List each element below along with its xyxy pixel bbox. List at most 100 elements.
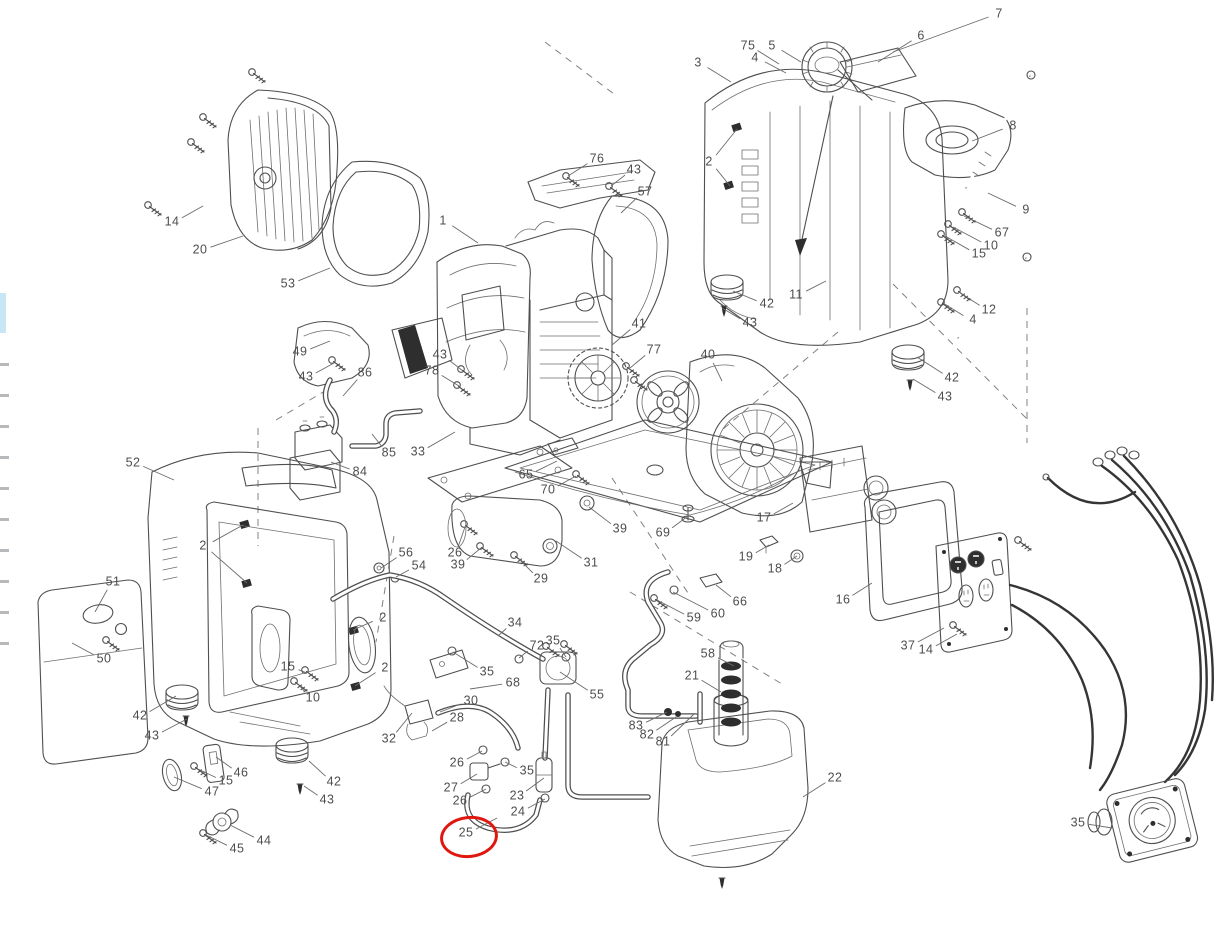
leader-line bbox=[712, 362, 723, 382]
part-callout-2: 2 bbox=[705, 154, 713, 169]
flywheel-gear-art bbox=[567, 347, 648, 409]
leader-line bbox=[352, 620, 373, 631]
leader-line bbox=[557, 475, 577, 487]
part-callout-43: 43 bbox=[626, 162, 642, 177]
edge-tick bbox=[0, 549, 9, 552]
leader-line bbox=[917, 627, 945, 643]
leader-lines bbox=[71, 16, 1113, 846]
edge-tick bbox=[0, 425, 9, 428]
leader-line bbox=[707, 67, 732, 83]
wire-harness-art bbox=[1008, 446, 1214, 792]
leader-line bbox=[441, 375, 460, 387]
part-callout-46: 46 bbox=[233, 765, 249, 780]
part-callout-60: 60 bbox=[710, 606, 726, 621]
part-callout-81: 81 bbox=[655, 734, 671, 749]
edge-tick bbox=[0, 642, 9, 645]
part-callout-43: 43 bbox=[742, 315, 758, 330]
part-callout-43: 43 bbox=[298, 369, 314, 384]
leader-line bbox=[559, 671, 588, 691]
edge-tick bbox=[0, 580, 9, 583]
part-callout-76: 76 bbox=[589, 151, 605, 166]
leader-line bbox=[431, 721, 448, 732]
part-callout-42: 42 bbox=[759, 296, 775, 311]
part-callout-34: 34 bbox=[507, 615, 523, 630]
leader-line bbox=[439, 703, 461, 713]
leader-line bbox=[518, 650, 529, 659]
part-callout-5: 5 bbox=[768, 38, 776, 53]
part-callout-83: 83 bbox=[628, 718, 644, 733]
leader-line bbox=[715, 128, 738, 156]
heat-shield-art bbox=[527, 159, 669, 339]
leader-line bbox=[205, 834, 228, 846]
receptacle-plate-art bbox=[935, 532, 1032, 653]
leader-line bbox=[732, 290, 757, 302]
leader-line bbox=[958, 291, 980, 306]
part-callout-43: 43 bbox=[319, 792, 335, 807]
part-callout-35: 35 bbox=[479, 664, 495, 679]
part-callout-59: 59 bbox=[686, 610, 702, 625]
part-callout-24: 24 bbox=[510, 804, 526, 819]
leader-line bbox=[987, 192, 1017, 207]
part-callout-31: 31 bbox=[583, 555, 599, 570]
part-callout-27: 27 bbox=[443, 780, 459, 795]
leader-line bbox=[701, 679, 722, 693]
part-callout-22: 22 bbox=[827, 770, 843, 785]
leader-line bbox=[371, 433, 383, 447]
part-callout-45: 45 bbox=[229, 841, 245, 856]
leader-line bbox=[1088, 823, 1113, 829]
leader-line bbox=[942, 302, 964, 316]
fuel-cap-art bbox=[795, 41, 873, 256]
leader-line bbox=[330, 461, 350, 470]
part-callout-17: 17 bbox=[756, 510, 772, 525]
starter-disc-art bbox=[636, 370, 700, 434]
part-callout-44: 44 bbox=[256, 833, 272, 848]
leader-line bbox=[143, 465, 175, 481]
leader-line bbox=[645, 711, 668, 723]
leader-line bbox=[310, 340, 331, 350]
edge-tick bbox=[0, 363, 9, 366]
receptacle-box-art bbox=[1087, 778, 1199, 863]
leader-line bbox=[567, 163, 588, 177]
part-callout-42: 42 bbox=[132, 708, 148, 723]
fuel-tank-art bbox=[650, 573, 809, 890]
leader-line bbox=[427, 431, 456, 449]
part-callout-26: 26 bbox=[452, 793, 468, 808]
part-callout-2: 2 bbox=[379, 610, 387, 625]
leader-line bbox=[296, 682, 306, 693]
leader-line bbox=[210, 235, 244, 248]
part-callout-2: 2 bbox=[199, 538, 207, 553]
fan-housing-art bbox=[685, 354, 814, 517]
leader-line bbox=[298, 267, 331, 282]
part-callout-15: 15 bbox=[280, 659, 296, 674]
leader-line bbox=[781, 49, 802, 63]
inverter-module-art bbox=[799, 445, 897, 533]
fill-tub-art bbox=[903, 100, 1012, 179]
front-door-art bbox=[37, 579, 149, 765]
leader-line bbox=[71, 642, 95, 656]
part-callout-8: 8 bbox=[1009, 118, 1017, 133]
leader-line bbox=[963, 215, 993, 230]
part-callout-86: 86 bbox=[357, 365, 373, 380]
leader-line bbox=[497, 628, 507, 637]
part-callout-4: 4 bbox=[969, 312, 977, 327]
leader-line bbox=[149, 695, 177, 712]
front-grille-art bbox=[144, 68, 339, 251]
part-callout-35: 35 bbox=[545, 633, 561, 648]
leader-line bbox=[181, 205, 204, 219]
part-callout-40: 40 bbox=[700, 347, 716, 362]
part-callout-18: 18 bbox=[767, 561, 783, 576]
leader-line bbox=[935, 633, 958, 647]
leader-line bbox=[197, 768, 217, 778]
part-callout-41: 41 bbox=[631, 316, 647, 331]
leader-line bbox=[315, 362, 335, 374]
leader-line bbox=[466, 547, 482, 561]
part-callout-14: 14 bbox=[918, 642, 934, 657]
leader-line bbox=[715, 168, 731, 187]
edge-tick bbox=[0, 611, 9, 614]
front-housing-art bbox=[147, 451, 392, 747]
part-callout-6: 6 bbox=[917, 28, 925, 43]
canister-art bbox=[289, 416, 343, 501]
part-callout-39: 39 bbox=[450, 557, 466, 572]
